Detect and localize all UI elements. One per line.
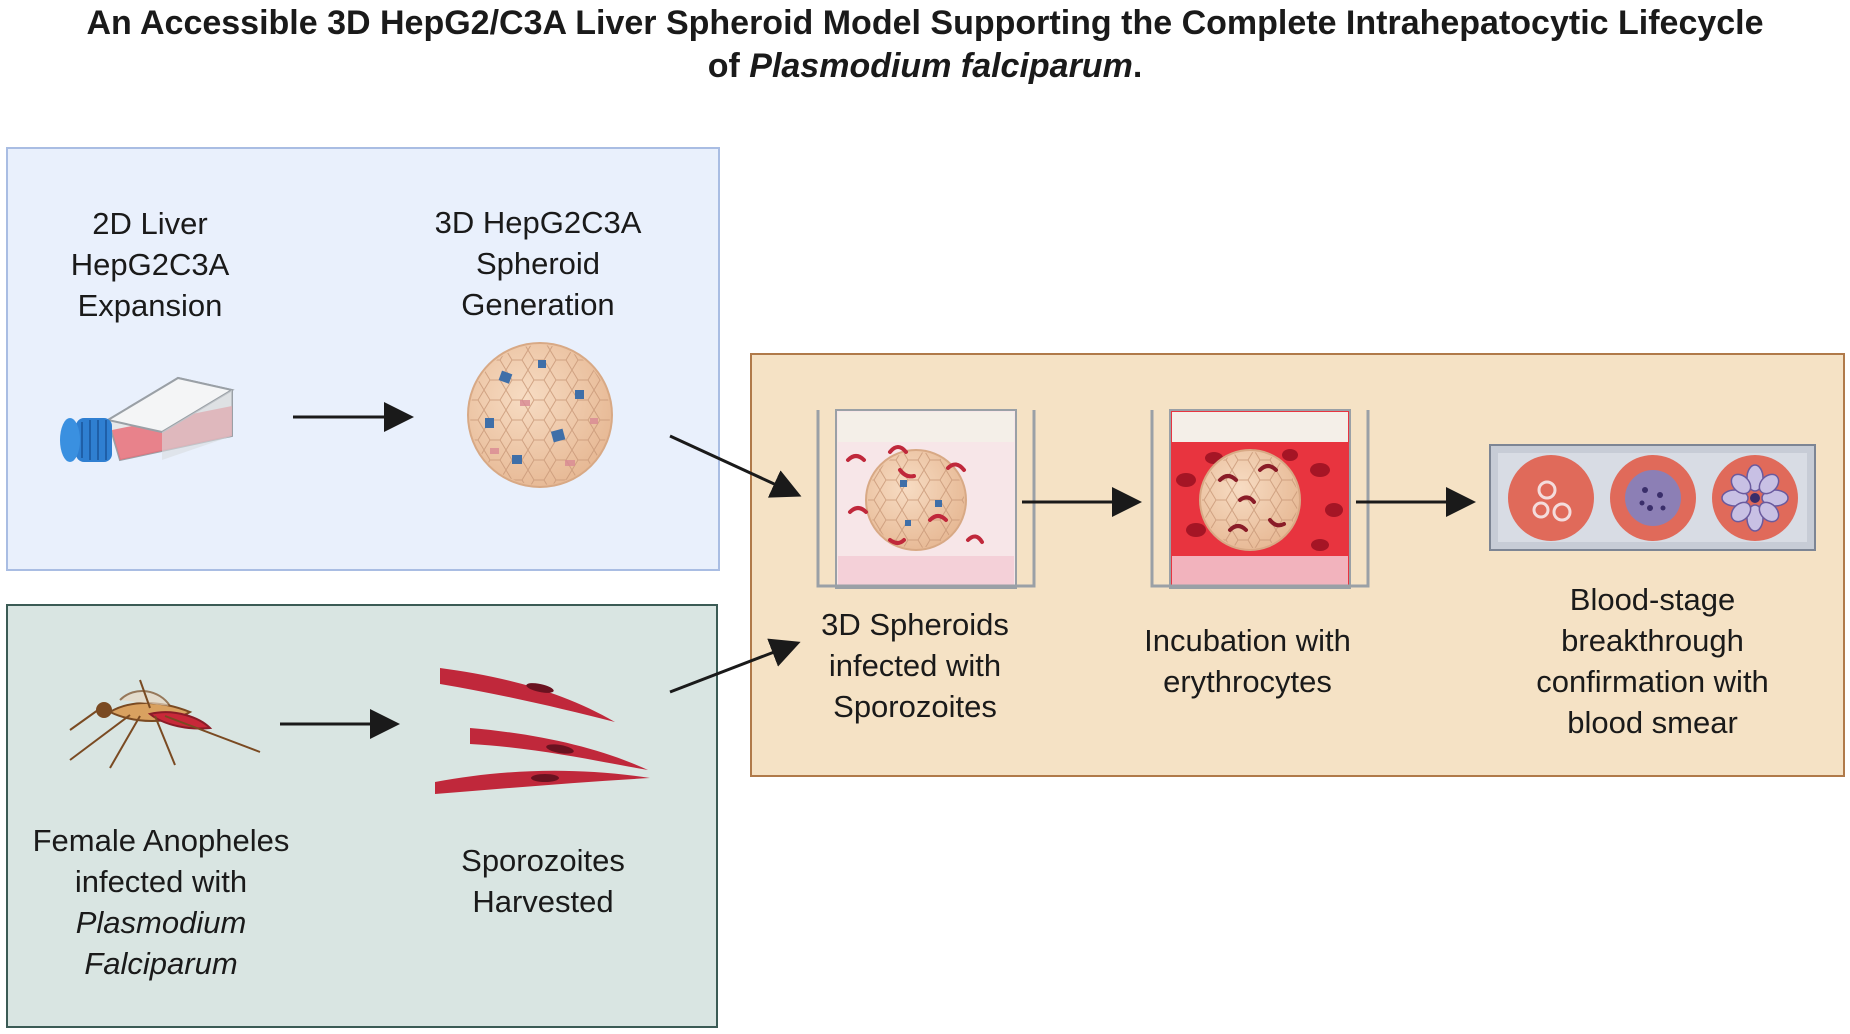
- spheroid-line-1: 3D HepG2C3A: [434, 205, 642, 240]
- mosquito-line-3: Plasmodium: [75, 905, 247, 940]
- mosquito-panel: [6, 604, 718, 1028]
- incubation-line-2: erythrocytes: [1163, 664, 1332, 699]
- title-line-2: of Plasmodium falciparum.: [0, 45, 1850, 88]
- arrow-sporozoites-to-infection: [669, 638, 801, 694]
- infected-line-1: 3D Spheroids: [821, 607, 1009, 642]
- incubation-line-1: Incubation with: [1144, 623, 1351, 658]
- well-erythrocytes-icon: [1150, 409, 1370, 589]
- sporozoite-icon: [435, 668, 650, 794]
- expansion-line-1: 2D Liver: [92, 206, 208, 241]
- breakthrough-line-2: breakthrough: [1561, 623, 1744, 658]
- breakthrough-line-4: blood smear: [1567, 705, 1738, 740]
- mosquito-icon: [69, 679, 261, 769]
- mosquito-line-2: infected with: [74, 864, 248, 899]
- expansion-line-2: HepG2C3A: [70, 247, 230, 282]
- infected-label: 3D Spheroids infected with Sporozoites: [775, 604, 1055, 727]
- expansion-line-3: Expansion: [77, 288, 223, 323]
- title-suffix: .: [1132, 47, 1143, 85]
- spheroid-line-3: Generation: [461, 287, 615, 322]
- title-species: Plasmodium falciparum: [749, 47, 1133, 85]
- expansion-label: 2D Liver HepG2C3A Expansion: [40, 203, 260, 326]
- spheroid-icon: [467, 342, 613, 488]
- sporozoites-line-1: Sporozoites: [461, 843, 625, 878]
- mosquito-line-1: Female Anopheles: [32, 823, 290, 858]
- page-title: An Accessible 3D HepG2/C3A Liver Spheroi…: [0, 2, 1850, 88]
- breakthrough-line-3: confirmation with: [1536, 664, 1769, 699]
- sporozoites-label: Sporozoites Harvested: [423, 840, 663, 922]
- blood-smear-slide-icon: [1489, 444, 1816, 551]
- mosquito-line-4: Falciparum: [84, 946, 238, 981]
- arrow-spheroid-to-infection: [669, 434, 802, 498]
- infected-line-2: infected with: [828, 648, 1002, 683]
- cell-culture-panel: [6, 147, 720, 571]
- incubation-label: Incubation with erythrocytes: [1110, 620, 1385, 702]
- breakthrough-line-1: Blood-stage: [1569, 582, 1736, 617]
- culture-flask-icon: [60, 376, 235, 462]
- title-line-1: An Accessible 3D HepG2/C3A Liver Spheroi…: [86, 4, 1764, 42]
- infected-line-3: Sporozoites: [833, 689, 997, 724]
- well-infected-icon: [816, 409, 1036, 589]
- breakthrough-label: Blood-stage breakthrough confirmation wi…: [1495, 579, 1810, 743]
- spheroid-line-2: Spheroid: [475, 246, 601, 281]
- sporozoites-line-2: Harvested: [472, 884, 614, 919]
- spheroid-label: 3D HepG2C3A Spheroid Generation: [408, 202, 668, 325]
- mosquito-label: Female Anopheles infected with Plasmodiu…: [6, 820, 316, 984]
- title-prefix: of: [707, 47, 750, 85]
